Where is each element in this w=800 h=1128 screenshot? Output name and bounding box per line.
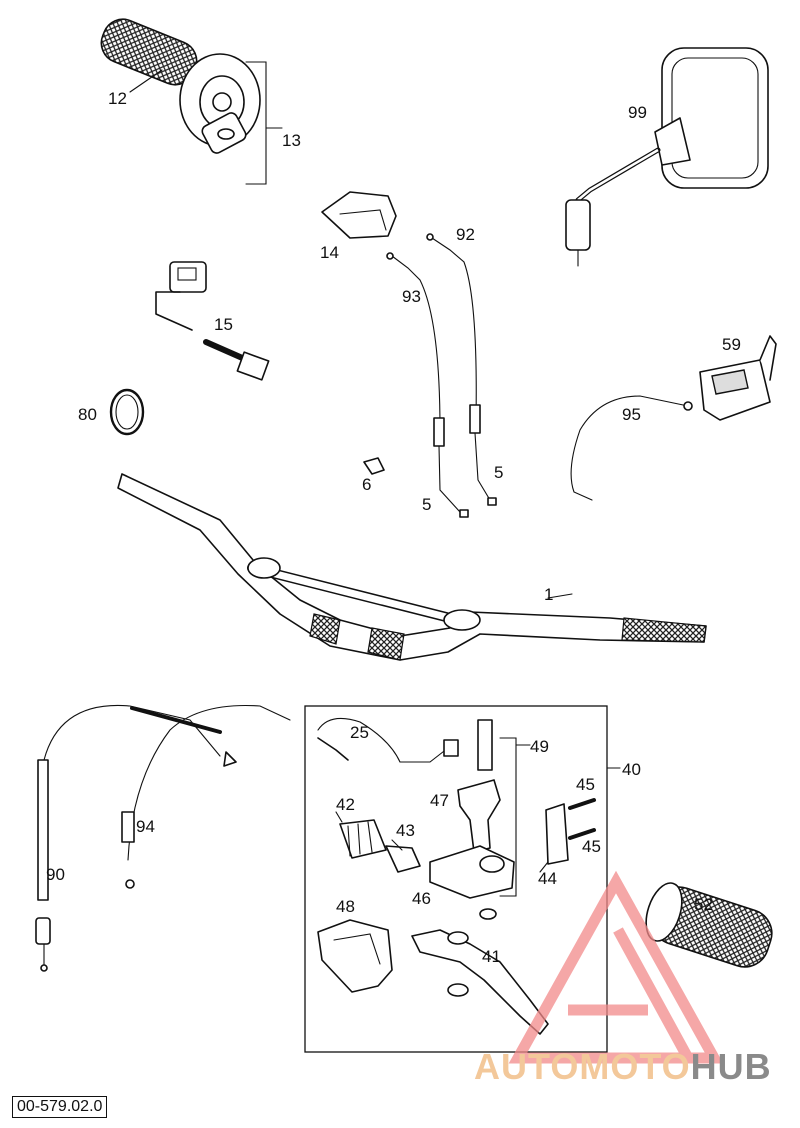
label-80: 80 <box>78 405 97 424</box>
label-13: 13 <box>282 131 301 150</box>
mirror <box>565 47 769 267</box>
label-5-upper: 5 <box>494 463 503 482</box>
label-52: 52 <box>694 895 713 914</box>
handlebar <box>117 473 707 661</box>
small-bracket <box>363 457 385 475</box>
label-49: 49 <box>530 737 549 756</box>
hose-clamp <box>109 388 145 436</box>
label-92: 92 <box>456 225 475 244</box>
label-12: 12 <box>108 89 127 108</box>
throttle-grip-assembly <box>100 18 283 185</box>
clutch-cables <box>35 704 291 972</box>
label-46: 46 <box>412 889 431 908</box>
label-43: 43 <box>396 821 415 840</box>
lever-assembly-box <box>304 705 621 1053</box>
label-44: 44 <box>538 869 557 888</box>
throttle-cables <box>386 233 497 518</box>
label-40: 40 <box>622 760 641 779</box>
grip <box>645 882 773 968</box>
label-45-lower: 45 <box>582 837 601 856</box>
label-1: 1 <box>544 585 553 604</box>
watermark-logo-icon <box>508 870 724 1064</box>
label-94: 94 <box>136 817 155 836</box>
label-5-lower: 5 <box>422 495 431 514</box>
leader-lines <box>335 593 573 873</box>
label-41: 41 <box>482 947 501 966</box>
cover-part <box>321 191 397 239</box>
label-6: 6 <box>362 475 371 494</box>
label-25: 25 <box>350 723 369 742</box>
label-47: 47 <box>430 791 449 810</box>
watermark-text-part-1: AUTOMOTO <box>474 1046 691 1087</box>
label-90: 90 <box>46 865 65 884</box>
switch-and-wire <box>155 261 270 381</box>
label-14: 14 <box>320 243 339 262</box>
label-42: 42 <box>336 795 355 814</box>
label-93: 93 <box>402 287 421 306</box>
watermark-text-part-2: HUB <box>690 1046 772 1087</box>
label-95: 95 <box>622 405 641 424</box>
diagram-code: 00-579.02.0 <box>12 1096 108 1118</box>
label-59: 59 <box>722 335 741 354</box>
watermark-text: AUTOMOTOHUB <box>474 1046 772 1088</box>
kill-switch-unit <box>570 335 777 501</box>
label-99: 99 <box>628 103 647 122</box>
part-number-labels: 12 13 99 92 14 93 15 59 80 95 5 6 5 1 25… <box>46 89 741 966</box>
label-48: 48 <box>336 897 355 916</box>
label-45-upper: 45 <box>576 775 595 794</box>
label-15: 15 <box>214 315 233 334</box>
